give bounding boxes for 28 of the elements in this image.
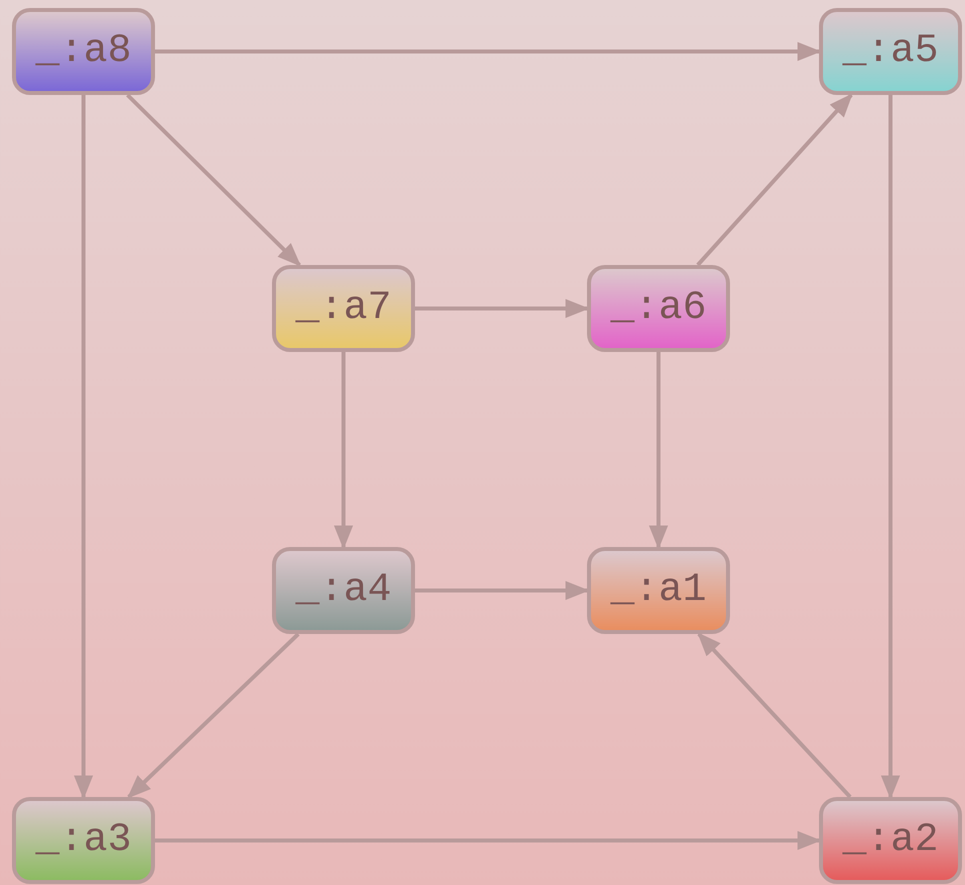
arrow [127,632,300,799]
node-box [12,797,155,884]
node-label: _:a4 [295,568,392,613]
node-box [272,547,415,634]
node-label: _:a6 [610,286,706,331]
arrow [155,42,822,62]
node-box [587,265,730,352]
node-box [12,8,155,95]
arrow [880,95,900,800]
arrow [126,94,302,267]
node-label: _:a7 [295,286,392,331]
arrow [648,352,668,550]
node-box [272,265,415,352]
node-label: _:a8 [35,29,132,74]
arrow [696,93,853,266]
arrow [415,580,590,600]
node-label: _:a3 [35,818,132,863]
node-box [819,797,962,884]
arrow [697,632,852,798]
arrow [74,95,94,800]
node-label: _:a5 [842,29,938,74]
node-label: _:a1 [610,568,706,613]
node-box [587,547,730,634]
node-label: _:a2 [842,818,938,863]
arrow [334,352,354,550]
arrow [155,830,822,850]
arrow [415,298,590,318]
node-box [819,8,962,95]
